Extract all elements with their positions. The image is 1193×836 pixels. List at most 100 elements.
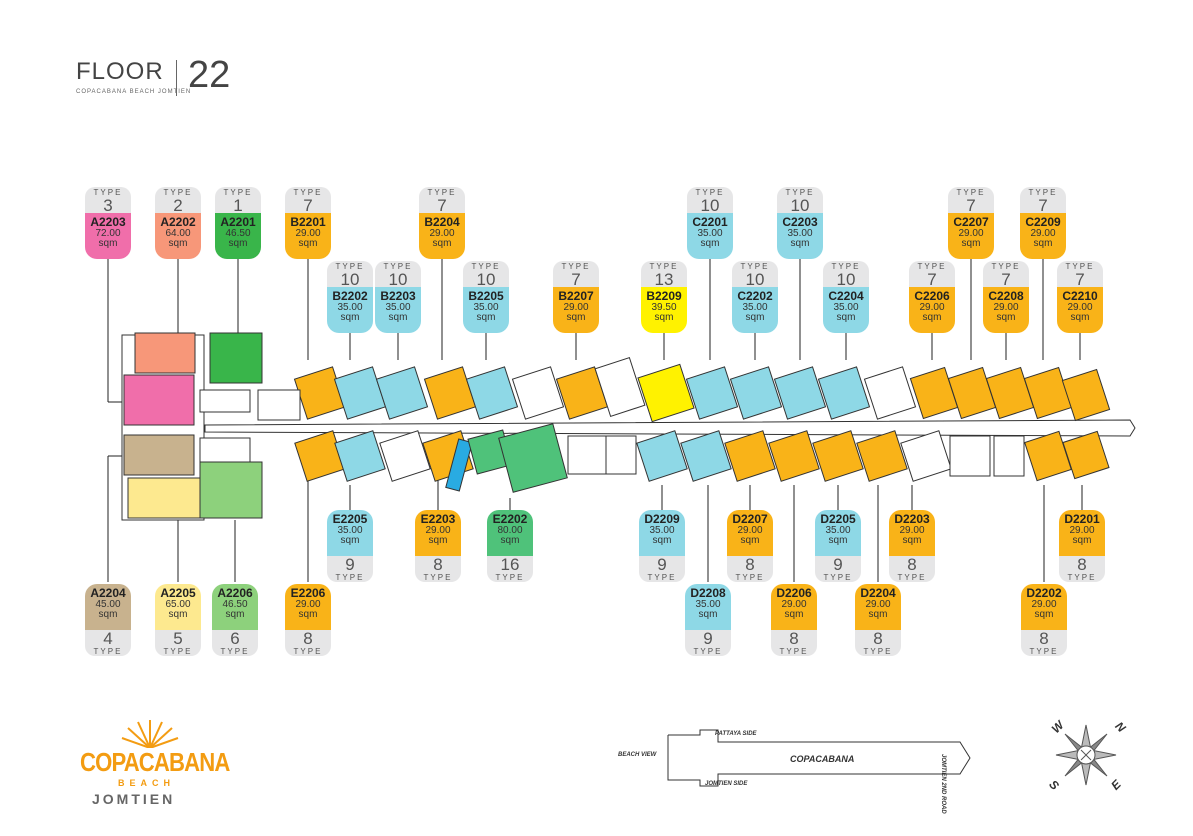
type-number: 8 <box>907 555 917 574</box>
unit-sqm: sqm <box>740 535 760 546</box>
type-number: 8 <box>303 629 313 648</box>
type-word: TYPE <box>163 647 193 656</box>
type-number: 7 <box>303 196 313 215</box>
unit-sqm: sqm <box>225 609 245 620</box>
unit-code: A2201 <box>220 215 256 229</box>
unit-code: D2207 <box>732 512 768 526</box>
type-number: 10 <box>476 270 496 289</box>
type-word: TYPE <box>561 262 591 271</box>
unit-sqm: sqm <box>228 238 248 249</box>
west-block <box>121 332 263 521</box>
unit-sqm: sqm <box>961 238 981 249</box>
leader-lines <box>107 259 1083 582</box>
type-word: TYPE <box>649 262 679 271</box>
type-word: TYPE <box>93 188 123 197</box>
type-word: TYPE <box>785 188 815 197</box>
type-number: 3 <box>103 196 113 215</box>
type-word: TYPE <box>693 647 723 656</box>
sun-burst-icon <box>121 720 179 748</box>
unit-code: C2207 <box>953 215 989 229</box>
unit-code: C2209 <box>1025 215 1061 229</box>
type-word: TYPE <box>823 573 853 582</box>
unit-size: 29.00 <box>429 228 455 239</box>
unit-sqm: sqm <box>168 238 188 249</box>
type-word: TYPE <box>1029 647 1059 656</box>
compass-rose-icon <box>1055 724 1117 786</box>
unit-sqm: sqm <box>790 238 810 249</box>
unit-code: C2203 <box>782 215 818 229</box>
type-number: 7 <box>966 196 976 215</box>
unit-sqm: sqm <box>1070 312 1090 323</box>
type-number: 5 <box>173 629 183 648</box>
type-word: TYPE <box>956 188 986 197</box>
type-number: 8 <box>1077 555 1087 574</box>
unit-code: C2210 <box>1062 289 1098 303</box>
type-number: 9 <box>345 555 355 574</box>
type-word: TYPE <box>917 262 947 271</box>
unit-size: 29.00 <box>865 599 891 610</box>
unit-size: 46.50 <box>225 228 251 239</box>
unit-sqm: sqm <box>654 312 674 323</box>
north-wing-units <box>257 357 1111 423</box>
unit-sqm: sqm <box>652 535 672 546</box>
type-number: 13 <box>654 270 674 289</box>
unit-code: A2204 <box>90 586 126 600</box>
type-word: TYPE <box>647 573 677 582</box>
floor-label: FLOOR <box>76 58 164 85</box>
type-number: 9 <box>833 555 843 574</box>
unit-sqm: sqm <box>1033 238 1053 249</box>
unit-code: D2206 <box>776 586 812 600</box>
type-number: 9 <box>703 629 713 648</box>
type-word: TYPE <box>1065 262 1095 271</box>
unit-size: 29.00 <box>993 302 1019 313</box>
unit-sqm: sqm <box>1072 535 1092 546</box>
unit-size: 29.00 <box>563 302 589 313</box>
unit-sqm: sqm <box>168 609 188 620</box>
unit-sqm: sqm <box>836 312 856 323</box>
unit-sqm: sqm <box>500 535 520 546</box>
type-word: TYPE <box>735 573 765 582</box>
type-word: TYPE <box>383 262 413 271</box>
unit-sqm: sqm <box>1034 609 1054 620</box>
map-pattaya-side: PATTAYA SIDE <box>715 731 757 737</box>
unit-sqm: sqm <box>828 535 848 546</box>
header-divider <box>176 60 177 96</box>
unit-size: 35.00 <box>337 525 363 536</box>
unit-size: 35.00 <box>337 302 363 313</box>
type-word: TYPE <box>863 647 893 656</box>
type-number: 2 <box>173 196 183 215</box>
